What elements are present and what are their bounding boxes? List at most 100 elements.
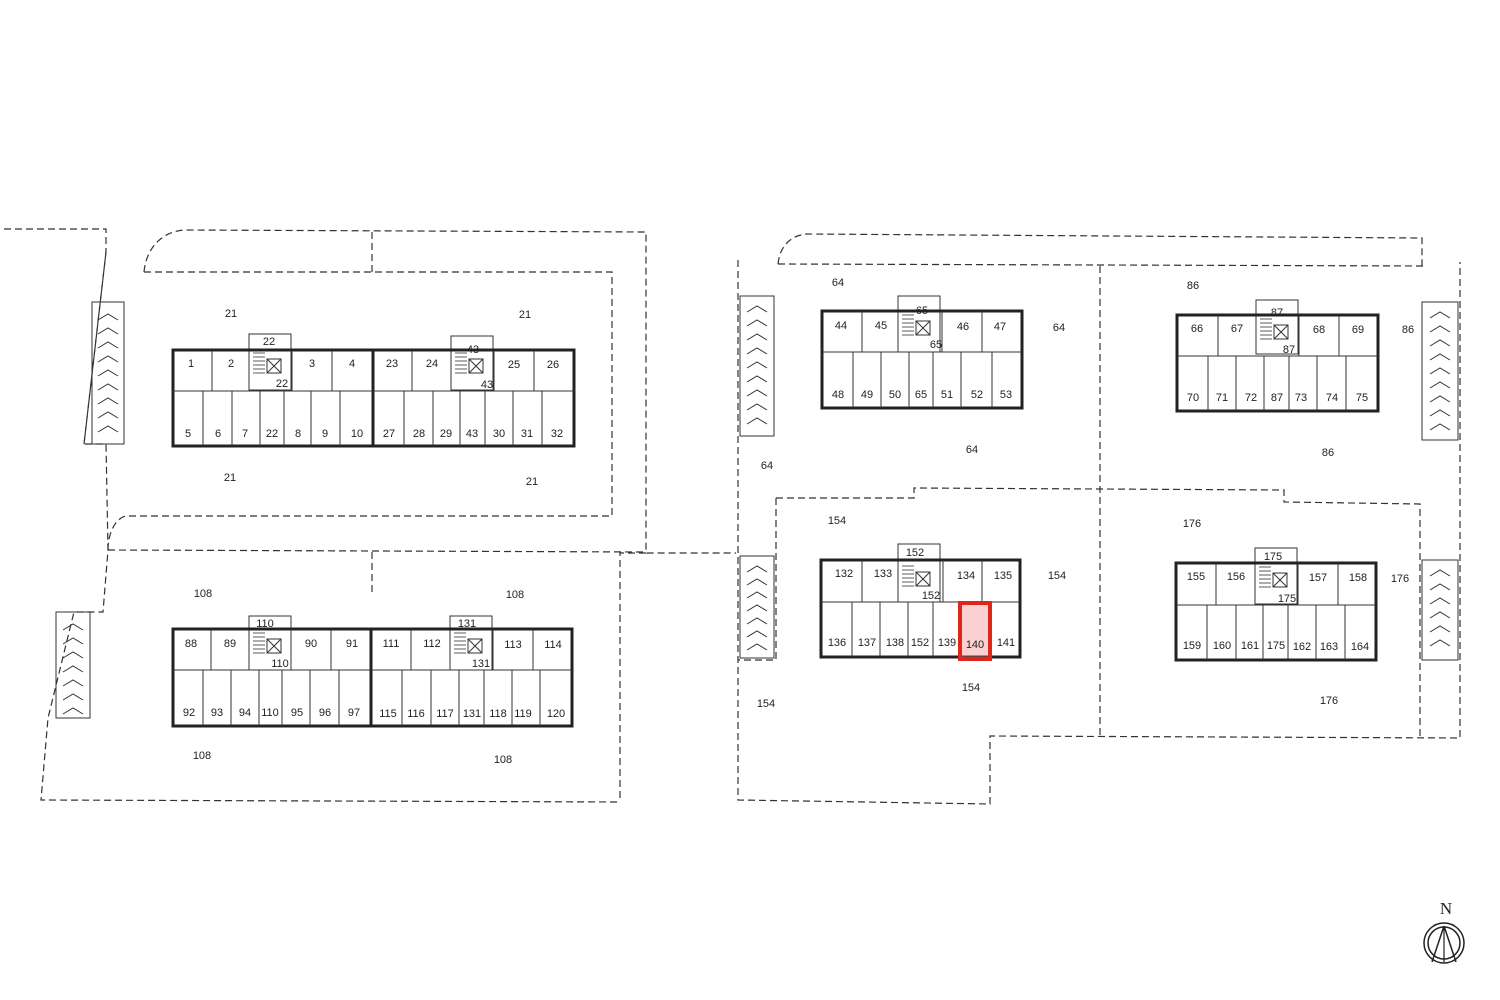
site-boundaries-right <box>737 233 1461 805</box>
area-label: 86 <box>1322 447 1334 459</box>
parking-chevron <box>1429 395 1451 403</box>
block-21: 21 21 21 21 1 2 3 4 5 6 7 22 8 9 <box>171 308 576 488</box>
unit-number: 91 <box>346 638 358 650</box>
stair-elevator-core <box>248 615 292 671</box>
core-number: 65 <box>916 305 928 317</box>
core-number: 175 <box>1278 593 1296 605</box>
area-label: 86 <box>1402 324 1414 336</box>
unit-number: 52 <box>971 389 983 401</box>
unit-number: 30 <box>493 428 505 440</box>
unit-number[interactable]: 140 <box>966 639 984 651</box>
stair-elevator-icon <box>253 632 282 654</box>
stair-elevator-icon <box>902 565 931 587</box>
area-label: 176 <box>1183 518 1201 530</box>
parking-chevron <box>62 637 84 645</box>
unit-number: 44 <box>835 320 847 332</box>
parking-chevron <box>746 375 768 383</box>
stair-elevator-icon <box>1259 566 1288 588</box>
unit-number: 71 <box>1216 392 1228 404</box>
stair-elevator-icon <box>454 632 483 654</box>
core-number: 87 <box>1283 344 1295 356</box>
unit-number: 94 <box>239 707 251 719</box>
parking-stall-icon <box>739 295 775 437</box>
unit-number: 158 <box>1349 572 1367 584</box>
unit-number: 117 <box>436 708 454 720</box>
unit-number: 163 <box>1320 641 1338 653</box>
parking-chevron <box>746 578 768 586</box>
area-label: 154 <box>828 515 846 527</box>
parking-chevron <box>97 411 119 419</box>
parking-chevron <box>1429 639 1451 647</box>
unit-number: 4 <box>349 358 355 370</box>
parking-chevron <box>62 679 84 687</box>
unit-number: 87 <box>1271 392 1283 404</box>
building-outline <box>819 558 1022 659</box>
core-number: 43 <box>467 344 479 356</box>
core-number: 22 <box>276 378 288 390</box>
unit-number: 46 <box>957 321 969 333</box>
unit-number: 161 <box>1241 640 1259 652</box>
unit-number: 95 <box>291 707 303 719</box>
core-glyphs <box>253 314 1289 654</box>
parking-stall-icon <box>1421 301 1459 441</box>
parking-chevron <box>1429 569 1451 577</box>
building: 155 156 157 158 159 160 161 175 162 163 … <box>1174 547 1378 662</box>
unit-number: 50 <box>889 389 901 401</box>
parking-chevron <box>62 693 84 701</box>
unit-number: 115 <box>379 708 397 720</box>
unit-number: 119 <box>514 708 532 720</box>
unit-number: 93 <box>211 707 223 719</box>
area-label: 64 <box>966 444 978 456</box>
parking-chevron <box>746 591 768 599</box>
unit-number: 3 <box>309 358 315 370</box>
stair-elevator-core <box>897 543 941 603</box>
unit-number: 26 <box>547 359 559 371</box>
building: 44 45 46 47 48 49 50 65 51 52 53 65 65 <box>820 295 1024 410</box>
parking-chevron <box>746 417 768 425</box>
area-label: 21 <box>526 476 538 488</box>
unit-number: 152 <box>911 637 929 649</box>
unit-number: 136 <box>828 637 846 649</box>
highlighted-unit[interactable] <box>958 601 992 661</box>
area-label: 108 <box>193 750 211 762</box>
stair-elevator-icon <box>253 352 282 374</box>
parking-chevron <box>97 425 119 433</box>
block-108: 108 108 108 108 88 89 90 91 92 93 94 110 <box>171 588 574 766</box>
parking-chevron <box>97 369 119 377</box>
parking-chevron <box>746 630 768 638</box>
north-arrow-icon <box>1423 922 1465 964</box>
area-label: 108 <box>194 588 212 600</box>
area-label: 154 <box>757 698 775 710</box>
unit-number: 10 <box>351 428 363 440</box>
parking-chevron <box>746 305 768 313</box>
parking-chevron <box>1429 339 1451 347</box>
unit-number: 132 <box>835 568 853 580</box>
unit-number: 112 <box>423 638 441 650</box>
area-label: 21 <box>225 308 237 320</box>
core-number: 22 <box>263 336 275 348</box>
core-number: 175 <box>1264 551 1282 563</box>
unit-number: 157 <box>1309 572 1327 584</box>
stair-elevator-core <box>449 615 493 671</box>
unit-number: 175 <box>1267 640 1285 652</box>
unit-number: 45 <box>875 320 887 332</box>
unit-number: 53 <box>1000 389 1012 401</box>
unit-number: 96 <box>319 707 331 719</box>
unit-number: 51 <box>941 389 953 401</box>
area-label: 21 <box>224 472 236 484</box>
parking-chevron <box>97 341 119 349</box>
core-number: 152 <box>906 547 924 559</box>
unit-number: 118 <box>489 708 507 720</box>
block-64: 64 64 64 64 44 45 46 47 48 49 50 65 51 <box>761 277 1065 472</box>
parking-chevron <box>1429 367 1451 375</box>
unit-number: 31 <box>521 428 533 440</box>
unit-number: 116 <box>407 708 425 720</box>
unit-number: 120 <box>547 708 565 720</box>
core-number: 65 <box>930 339 942 351</box>
building: 1 2 3 4 5 6 7 22 8 9 10 22 22 <box>171 333 375 448</box>
unit-number: 113 <box>504 639 522 651</box>
parking-chevron <box>746 617 768 625</box>
building: 88 89 90 91 92 93 94 110 95 96 97 110 11… <box>171 615 373 728</box>
stair-elevator-core <box>450 335 494 391</box>
